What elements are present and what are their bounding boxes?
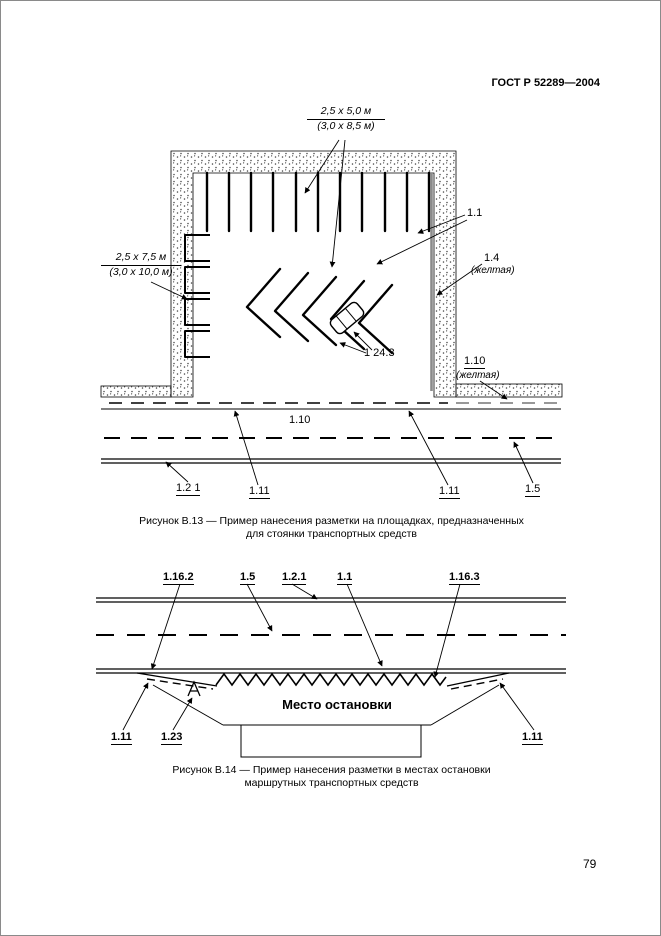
fig14-caption-line2: маршрутных транспортных средств — [244, 777, 419, 789]
fig13-label-1-10-right: 1.10 — [464, 355, 486, 369]
car-icon — [329, 301, 365, 335]
fig13-dimension-top-line1: 2,5 х 5,0 м — [307, 105, 385, 120]
fig13-stippled-border — [100, 150, 563, 398]
fig13-label-1-4: 1.4 — [484, 252, 500, 264]
fig14-label-1-11-left: 1.11 — [111, 731, 132, 745]
bus-lane-letter-icon — [187, 680, 201, 697]
fig14-stop-text: Место остановки — [282, 697, 392, 712]
fig13-caption-line2: для стоянки транспортных средств — [246, 528, 417, 540]
fig14-zigzag-marking — [215, 672, 447, 687]
fig13-caption-line1: Рисунок В.13 — Пример нанесения разметки… — [139, 515, 524, 527]
fig13-caption: Рисунок В.13 — Пример нанесения разметки… — [1, 515, 660, 541]
fig13-angled-stalls — [245, 267, 394, 355]
fig13-dimension-top: 2,5 х 5,0 м (3,0 х 8,5 м) — [307, 105, 385, 133]
fig14-caption-line1: Рисунок В.14 — Пример нанесения разметки… — [172, 764, 491, 776]
fig13-dimension-left-line2: (3,0 х 10,0 м) — [109, 266, 173, 278]
fig13-label-1-24-3: 1 24.3 — [364, 347, 395, 359]
fig13-diagram — [100, 139, 563, 486]
fig13-leader-lines — [150, 139, 534, 486]
fig14-caption: Рисунок В.14 — Пример нанесения разметки… — [1, 764, 660, 790]
fig14-label-1-16-3: 1.16.3 — [449, 571, 480, 585]
document-header: ГОСТ Р 52289—2004 — [491, 77, 600, 89]
fig14-leader-lines — [122, 583, 535, 731]
page-number: 79 — [583, 857, 597, 871]
fig13-left-stall-brackets — [184, 234, 210, 358]
fig14-diagram — [96, 583, 566, 758]
fig13-dimension-left: 2,5 х 7,5 м (3,0 х 10,0 м) — [101, 251, 181, 279]
fig13-road-markings — [101, 402, 561, 464]
fig13-label-1-5: 1.5 — [525, 483, 541, 497]
fig13-label-1-2-1: 1.2 1 — [176, 482, 201, 496]
fig14-label-1-11-right: 1.11 — [522, 731, 543, 745]
fig13-label-1-11-left: 1.11 — [249, 485, 270, 499]
fig14-stop-pad — [152, 684, 500, 758]
fig13-label-1-10-note: (желтая) — [456, 370, 500, 381]
fig13-dimension-left-line1: 2,5 х 7,5 м — [101, 251, 181, 266]
fig13-label-1-10-road: 1.10 — [289, 414, 311, 426]
fig13-label-1-4-note: (желтая) — [471, 265, 515, 276]
fig14-label-1-16-2: 1.16.2 — [163, 571, 194, 585]
fig13-label-1-1: 1.1 — [467, 207, 483, 219]
fig13-top-stall-lines — [205, 171, 431, 233]
fig14-label-1-2-1: 1.2.1 — [282, 571, 307, 585]
fig14-label-1-1: 1.1 — [337, 571, 353, 585]
fig14-bay-tapers — [136, 672, 510, 690]
fig14-label-1-5: 1.5 — [240, 571, 256, 585]
fig13-dimension-top-line2: (3,0 х 8,5 м) — [317, 120, 375, 132]
fig14-label-1-23: 1.23 — [161, 731, 183, 745]
fig13-label-1-11-right: 1.11 — [439, 485, 460, 499]
